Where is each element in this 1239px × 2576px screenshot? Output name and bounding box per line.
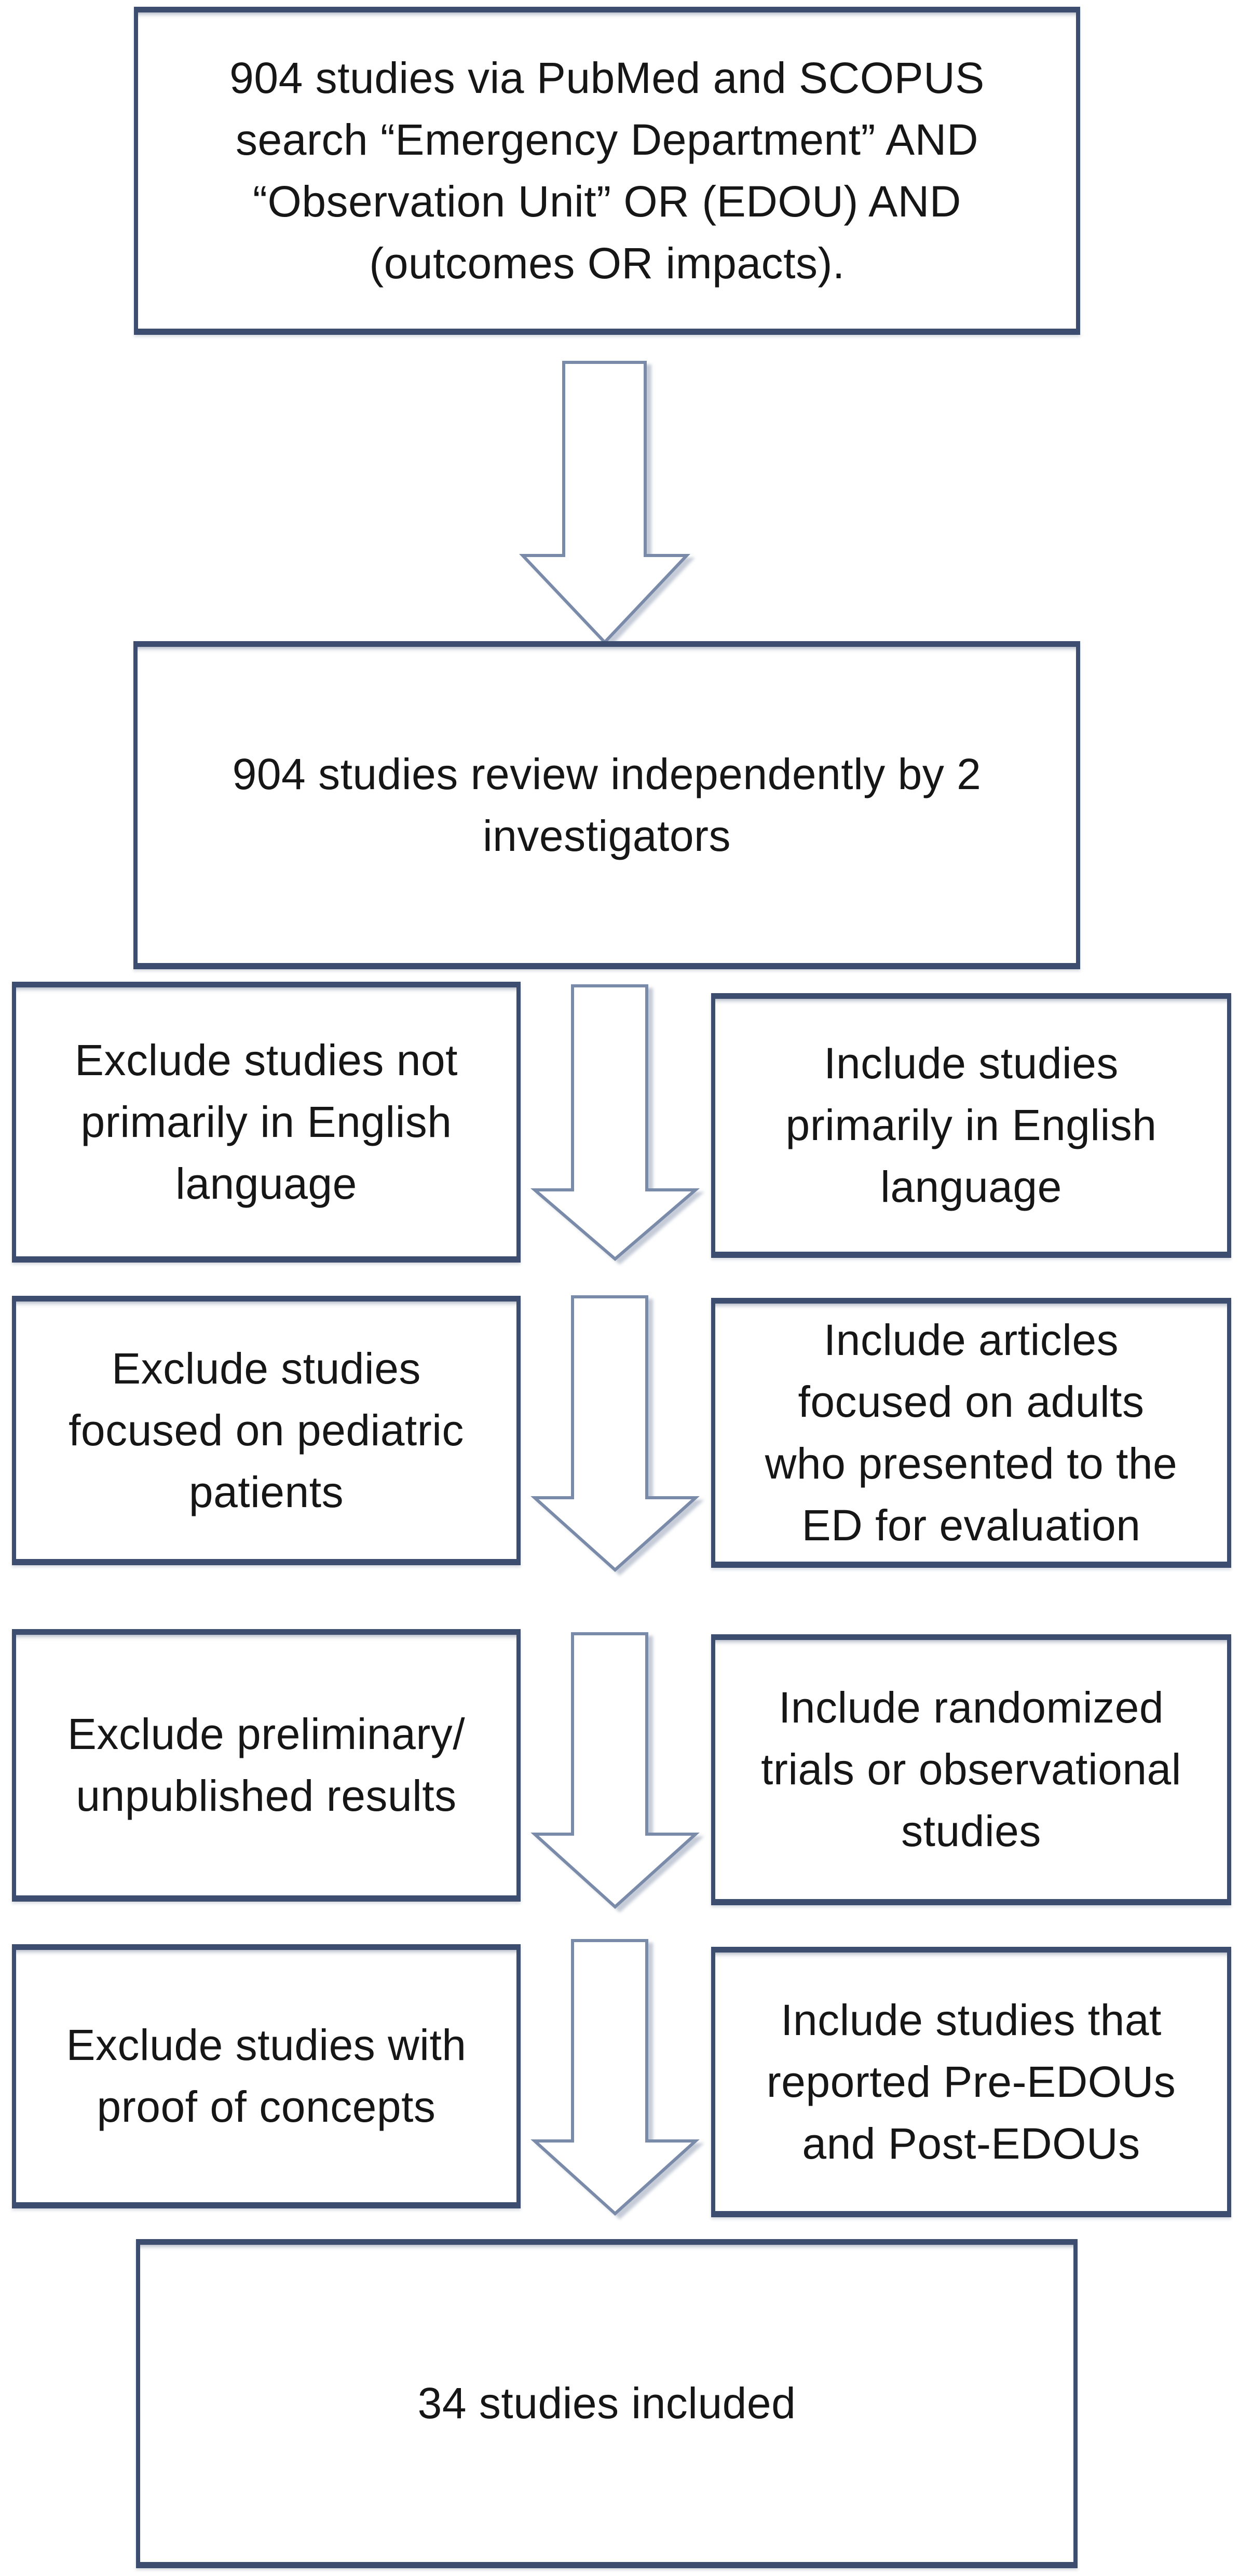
flow-box-include-adults-text: Include articles focused on adults who p… bbox=[765, 1315, 1178, 1550]
flow-box-search-results-text: 904 studies via PubMed and SCOPUS search… bbox=[229, 53, 985, 288]
flow-box-exclude-preliminary-text: Exclude preliminary/ unpublished results bbox=[67, 1710, 466, 1820]
flow-box-include-adults: Include articles focused on adults who p… bbox=[711, 1298, 1231, 1568]
down-arrow-icon bbox=[519, 361, 690, 645]
flow-box-exclude-preliminary: Exclude preliminary/ unpublished results bbox=[12, 1629, 521, 1902]
flow-box-result-text: 34 studies included bbox=[417, 2379, 796, 2428]
flow-box-include-randomized: Include randomized trials or observation… bbox=[711, 1634, 1231, 1905]
flow-box-search-results: 904 studies via PubMed and SCOPUS search… bbox=[134, 7, 1080, 335]
down-arrow-icon bbox=[530, 1632, 700, 1909]
flow-box-review-text: 904 studies review independently by 2 in… bbox=[232, 749, 982, 860]
down-arrow-icon bbox=[530, 1295, 700, 1572]
flow-box-include-language-text: Include studies primarily in English lan… bbox=[785, 1039, 1157, 1211]
flow-box-review: 904 studies review independently by 2 in… bbox=[133, 641, 1080, 969]
flow-box-exclude-pediatric-text: Exclude studies focused on pediatric pat… bbox=[69, 1344, 464, 1516]
flow-box-exclude-proof: Exclude studies with proof of concepts bbox=[12, 1944, 521, 2208]
flow-box-include-randomized-text: Include randomized trials or observation… bbox=[761, 1683, 1181, 1855]
flow-box-result: 34 studies included bbox=[136, 2239, 1078, 2568]
flow-box-exclude-language: Exclude studies not primarily in English… bbox=[12, 982, 521, 1263]
flow-box-include-edou-reports: Include studies that reported Pre-EDOUs … bbox=[711, 1947, 1231, 2217]
flow-box-include-edou-reports-text: Include studies that reported Pre-EDOUs … bbox=[766, 1995, 1176, 2168]
flow-box-exclude-pediatric: Exclude studies focused on pediatric pat… bbox=[12, 1296, 521, 1565]
flow-box-exclude-language-text: Exclude studies not primarily in English… bbox=[75, 1035, 458, 1208]
down-arrow-icon bbox=[530, 1939, 700, 2216]
down-arrow-icon bbox=[530, 984, 700, 1261]
flow-box-include-language: Include studies primarily in English lan… bbox=[711, 993, 1231, 1258]
flow-box-exclude-proof-text: Exclude studies with proof of concepts bbox=[66, 2021, 467, 2131]
